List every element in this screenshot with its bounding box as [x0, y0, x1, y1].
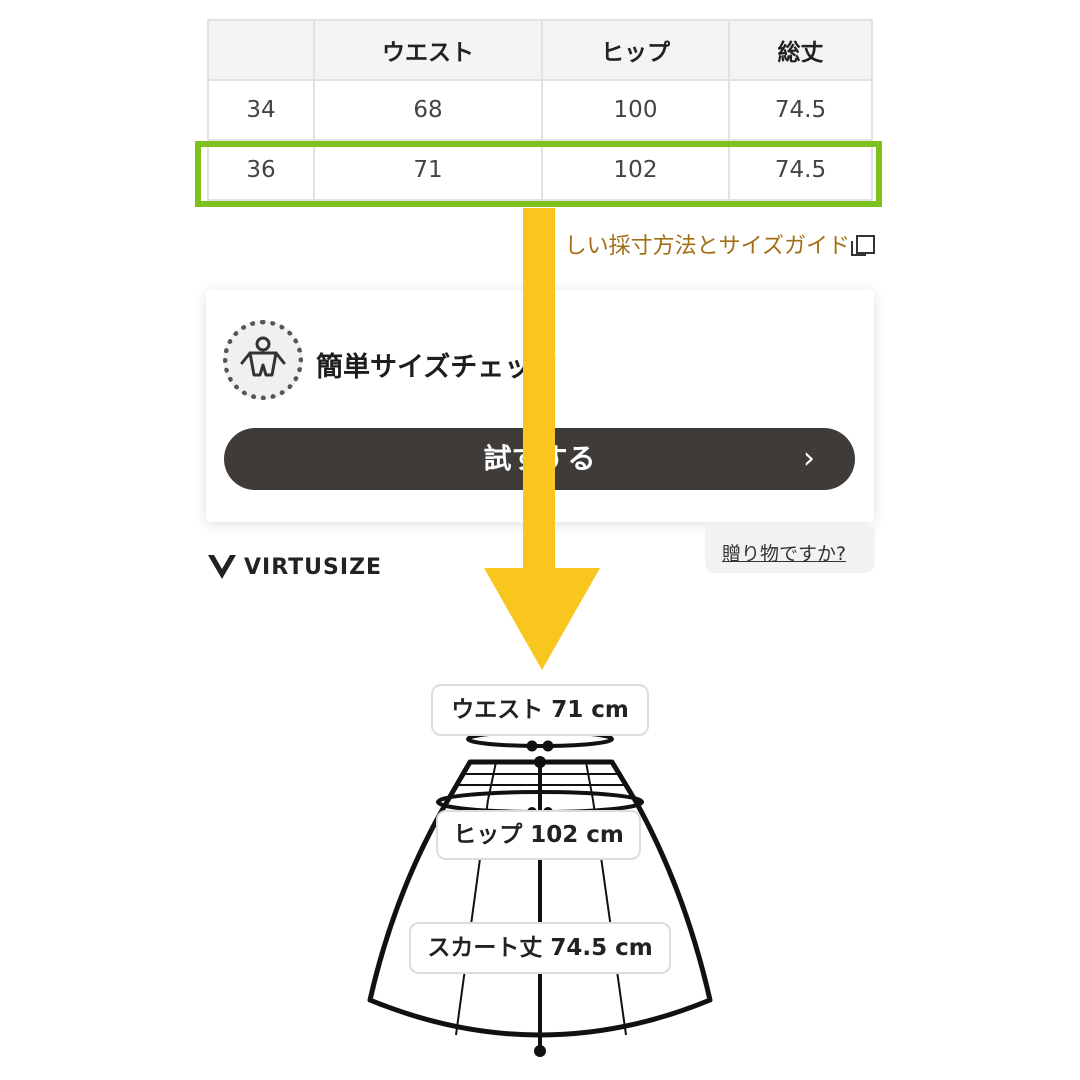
header-waist: ウエスト	[313, 19, 543, 81]
header-hip: ヒップ	[541, 19, 730, 81]
virtusize-wordmark: VIRTUSIZE	[244, 555, 383, 580]
length-measurement-label: スカート丈 74.5 cm	[409, 922, 671, 974]
hip-measurement-label: ヒップ 102 cm	[436, 810, 641, 860]
chevron-right-icon: ›	[803, 441, 815, 476]
header-size	[207, 19, 315, 81]
table-row: 36 71 102 74.5	[207, 139, 873, 201]
size-table: ウエスト ヒップ 総丈 34 68 100 74.5 36 71 102 74.…	[207, 19, 873, 201]
cell-hip: 102	[541, 139, 730, 201]
virtusize-logo-icon	[208, 554, 236, 579]
cell-hip: 100	[541, 79, 730, 141]
size-guide-label: しい採寸方法とサイズガイド	[564, 234, 850, 259]
size-guide-link[interactable]: しい採寸方法とサイズガイド	[565, 228, 875, 260]
table-row: 34 68 100 74.5	[207, 79, 873, 141]
body-avatar-icon	[223, 320, 303, 400]
skirt-diagram	[367, 756, 713, 1057]
external-link-icon	[851, 235, 875, 256]
gift-tab[interactable]: 贈り物ですか?	[705, 527, 875, 573]
header-length: 総丈	[728, 19, 873, 81]
size-check-title: 簡単サイズチェック	[316, 352, 559, 383]
cell-size: 36	[207, 139, 315, 201]
waist-measurement-label: ウエスト 71 cm	[431, 684, 649, 736]
table-header-row: ウエスト ヒップ 総丈	[207, 19, 873, 81]
cell-waist: 71	[313, 139, 543, 201]
cell-waist: 68	[313, 79, 543, 141]
gift-link[interactable]: 贈り物ですか?	[722, 543, 847, 565]
cell-length: 74.5	[728, 79, 873, 141]
cell-length: 74.5	[728, 139, 873, 201]
highlight-row-box	[195, 141, 882, 207]
down-arrow-icon	[484, 208, 600, 670]
cell-size: 34	[207, 79, 315, 141]
